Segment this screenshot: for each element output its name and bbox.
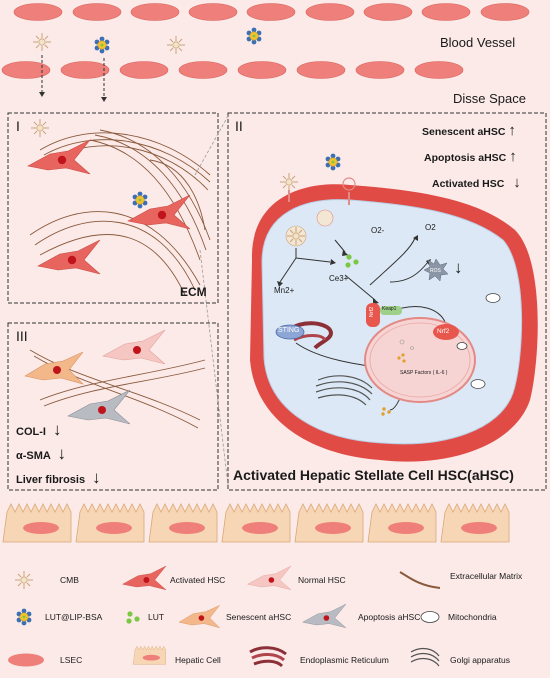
asma-row: α-SMA ↓: [16, 444, 66, 464]
col1-label: COL-I: [16, 426, 46, 438]
sasp-label: SASP Factors ( IL-6 ): [400, 370, 448, 376]
panel-ii-label: II: [235, 118, 243, 134]
cell-title: Activated Hepatic Stellate Cell HSC(aHSC…: [233, 467, 514, 483]
ce3-label: Ce3+: [329, 274, 349, 283]
fibrosis-label: Liver fibrosis: [16, 474, 86, 486]
o2-label: O2: [425, 223, 436, 232]
entry-arrows: [41, 55, 105, 98]
down-arrow-icon: ↓: [513, 174, 521, 191]
activated-hsc: [27, 139, 91, 175]
panel-ii-frame: [227, 112, 547, 491]
disse-space-label: Disse Space: [453, 91, 526, 106]
golgi: [315, 375, 373, 406]
legend-lut: LUT: [148, 612, 165, 622]
senescent-hsc: [24, 351, 85, 385]
activated-hsc: [37, 239, 101, 275]
down-arrow-icon: ↓: [92, 468, 101, 487]
mn2-label: Mn2+: [274, 286, 295, 295]
apoptosis-hsc: [67, 389, 131, 425]
panel-i-label: I: [16, 118, 20, 134]
up-arrow-icon: ↑: [509, 148, 517, 165]
sting-er: [275, 321, 333, 350]
nrf2-nuclear: [433, 324, 459, 340]
sting-label: STING: [278, 327, 300, 334]
keap1: [380, 306, 402, 315]
legend-lut-lip: LUT@LIP-BSA: [45, 612, 103, 622]
ecm-fibers: [29, 129, 211, 296]
ros-burst: [423, 258, 449, 282]
legend-apoptosis: Apoptosis aHSC: [358, 612, 421, 622]
nrf2-complex: [366, 303, 380, 327]
legend-senescent: Senescent aHSC: [226, 612, 292, 622]
lut-dots: [345, 254, 359, 268]
fibrosis-row: Liver fibrosis ↓: [16, 468, 101, 488]
down-arrow-icon: ↓: [57, 444, 67, 463]
nrf2-label: Nrf2: [369, 306, 376, 318]
apoptosis-label: Apoptosis aHSC: [424, 152, 507, 164]
nrf2-nuclear-label: Nrf2: [437, 328, 450, 335]
asma-label: α-SMA: [16, 450, 51, 462]
mitochondria: [456, 293, 501, 389]
blood-vessel-label: Blood Vessel: [440, 35, 516, 50]
apoptosis-row: Apoptosis aHSC ↑: [424, 148, 517, 165]
legend-mito: Mitochondria: [448, 612, 497, 622]
legend-lsec: LSEC: [60, 655, 83, 665]
activated-label: Activated HSC: [432, 178, 505, 190]
col1-row: COL-I ↓: [16, 420, 62, 440]
keap1-label: Keap1: [382, 306, 397, 312]
panel-i-frame: [7, 112, 219, 304]
nanoparticles-blood: [32, 27, 262, 55]
legend-hepatic: Hepatic Cell: [175, 655, 221, 665]
legend-activated-hsc: Activated HSC: [170, 575, 226, 585]
up-arrow-icon: ↑: [508, 122, 516, 139]
senescent-label: Senescent aHSC: [422, 126, 506, 138]
normal-hsc: [102, 329, 166, 365]
legend-er: Endoplasmic Reticulum: [300, 655, 389, 665]
down-arrow-icon: ↓: [53, 420, 62, 439]
hepatic-cells: [2, 503, 510, 543]
legend-cmb: CMB: [60, 575, 79, 585]
ros-down-arrow-icon: ↓: [454, 258, 463, 277]
legend-golgi: Golgi apparatus: [450, 655, 511, 665]
senescent-row: Senescent aHSC ↑: [422, 122, 516, 139]
legend-normal-hsc: Normal HSC: [298, 575, 346, 585]
panel-iii-frame: [7, 322, 219, 491]
ecm-label: ECM: [180, 285, 207, 299]
legend-ecm: Extracellular Matrix: [450, 571, 523, 581]
panel-iii-label: III: [16, 328, 28, 344]
o2-minus-label: O2-: [371, 226, 385, 235]
activated-row: Activated HSC ↓: [432, 174, 521, 191]
ros-label: ROS: [430, 268, 441, 274]
legend-icons: [8, 565, 441, 668]
